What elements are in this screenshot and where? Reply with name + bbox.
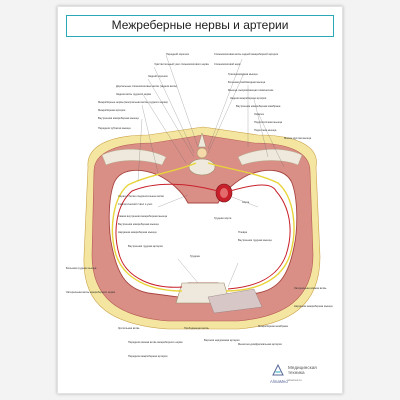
label-spinal-branch: Спинномозговая ветвь задней межреберной …	[214, 52, 279, 56]
label-sympathetic-trunk: Симпатический ствол и узел	[118, 202, 153, 206]
poster-title: Межреберные нервы и артерии	[111, 18, 289, 32]
label-anterior-intercostal-artery: Передняя межреберная артерия	[128, 354, 168, 358]
label-infraspinatus: Подостная мышца	[254, 128, 277, 132]
intercostal-artery-right	[227, 184, 291, 290]
label-internal-intercostal-2: Внутренняя межреберная мышца	[118, 222, 159, 226]
label-innermost-intercostal: Самая внутренняя межреберная мышца	[118, 214, 168, 218]
label-dorsal-branches: Дорсальные спинномозговые ветви (задняя …	[116, 84, 177, 88]
almamed-logo-icon	[272, 364, 284, 376]
label-lateral-branch: Латеральная ветвь межреберного нерва	[66, 290, 116, 294]
label-external-intercostal: Наружная межреберная мышца	[118, 230, 157, 234]
label-superior-epigastric: Верхняя надчревная артерия	[204, 338, 240, 342]
leader-lines	[137, 54, 285, 288]
spinal-cord	[196, 147, 208, 159]
label-sternum: Грудина	[190, 254, 200, 258]
label-musculophrenic: Мышечно-диафрагмальная артерия	[238, 342, 282, 346]
label-internal-intercostal: Внутренняя межреберная мышца	[98, 116, 139, 120]
label-erector-spinae: Мышца, выпрямляющая позвоночник	[228, 88, 274, 92]
labels-right: Спинномозговая ветвь задней межреберной …	[214, 52, 333, 328]
label-sensory-ganglion: Чувствительный узел спинномозгового нерв…	[154, 62, 209, 66]
label-serratus-anterior: Передняя зубчатая мышца	[98, 126, 131, 130]
brand-logo-block: Медицинская техника AlmaMed almamed.su	[270, 362, 338, 388]
intercostal-nerve-left	[111, 162, 197, 292]
brand-name-ru-line2: техника	[288, 370, 305, 375]
label-internal-membrane: Внутренняя межреберная мембрана	[236, 104, 281, 108]
aorta-lumen	[220, 188, 228, 198]
title-frame: Межреберные нервы и артерии	[66, 15, 334, 37]
label-intercostal-membrane: Межреберная мембрана	[258, 324, 288, 328]
label-subscapularis: Подлопаточная мышца	[254, 120, 283, 124]
label-lateral-cutaneous: Латеральная кожная ветвь	[294, 286, 327, 290]
anterior-chest-wall	[207, 288, 263, 314]
label-posterior-intercostal: Задняя межреберная артерия	[230, 96, 267, 100]
label-aorta: Аорта	[242, 200, 250, 204]
intercostal-nerve-right	[207, 162, 295, 292]
label-rami-communicantes: Серая и белая соединительные ветви	[118, 194, 164, 198]
brand-name-en: AlmaMed	[270, 379, 288, 384]
brand-name-ru: Медицинская техника	[288, 365, 317, 375]
label-perforating-branch: Прободающая ветвь	[184, 326, 209, 330]
label-pleura: Плевра	[238, 230, 248, 234]
label-internal-thoracic: Внутренняя грудная артерия	[128, 244, 163, 248]
label-teres-minor: Малая круглая мышца	[284, 136, 312, 140]
label-posterior-branch: Задняя ветвь грудного нерва	[116, 92, 152, 96]
label-anterior-cutaneous: Передняя кожная ветвь межреберного нерва	[128, 340, 183, 344]
label-intercostal-nerves: Межреберные нервы (вентральная ветвь гру…	[98, 100, 168, 104]
label-thoracic-aorta: Грудная аорта	[214, 216, 232, 220]
poster: Межреберные нервы и артерии	[57, 6, 343, 394]
label-visual-branch: Зрительная ветвь	[118, 326, 140, 330]
label-spinal-nerve: Спинномозговой нерв	[214, 62, 241, 66]
label-scapula: Лопатка	[254, 112, 264, 116]
scapula-right	[237, 148, 303, 166]
brand-name-ru-line1: Медицинская	[288, 365, 317, 370]
intercostal-artery-left	[115, 183, 219, 288]
vertebral-body	[188, 158, 216, 176]
label-trapezius: Трапециевидная мышца	[228, 72, 258, 76]
label-pectoralis-major: Большая грудная мышца	[66, 266, 97, 270]
label-internal-thoracic-muscle: Внутренняя грудная мышца	[238, 238, 272, 242]
label-anterior-root: Передний корешок	[166, 52, 190, 56]
label-external-intercostal-r: Наружная межреберная мышца	[294, 304, 333, 308]
scapula-left	[101, 148, 167, 166]
spinous-process	[197, 132, 207, 148]
brand-url: almamed.su	[288, 379, 302, 382]
label-rhomboid-major: Большая ромбовидная мышца	[228, 80, 266, 84]
pleural-cavity	[108, 169, 298, 298]
anatomy-diagram: Передний корешок Чувствительный узел спи…	[66, 52, 333, 358]
labels-left: Передний корешок Чувствительный узел спи…	[66, 52, 209, 358]
labels-bottom: Грудина Прободающая ветвь Верхняя надчре…	[184, 254, 282, 346]
label-posterior-root: Задний корешок	[148, 74, 169, 78]
label-intercostal-artery: Межреберная артерия	[98, 108, 126, 112]
